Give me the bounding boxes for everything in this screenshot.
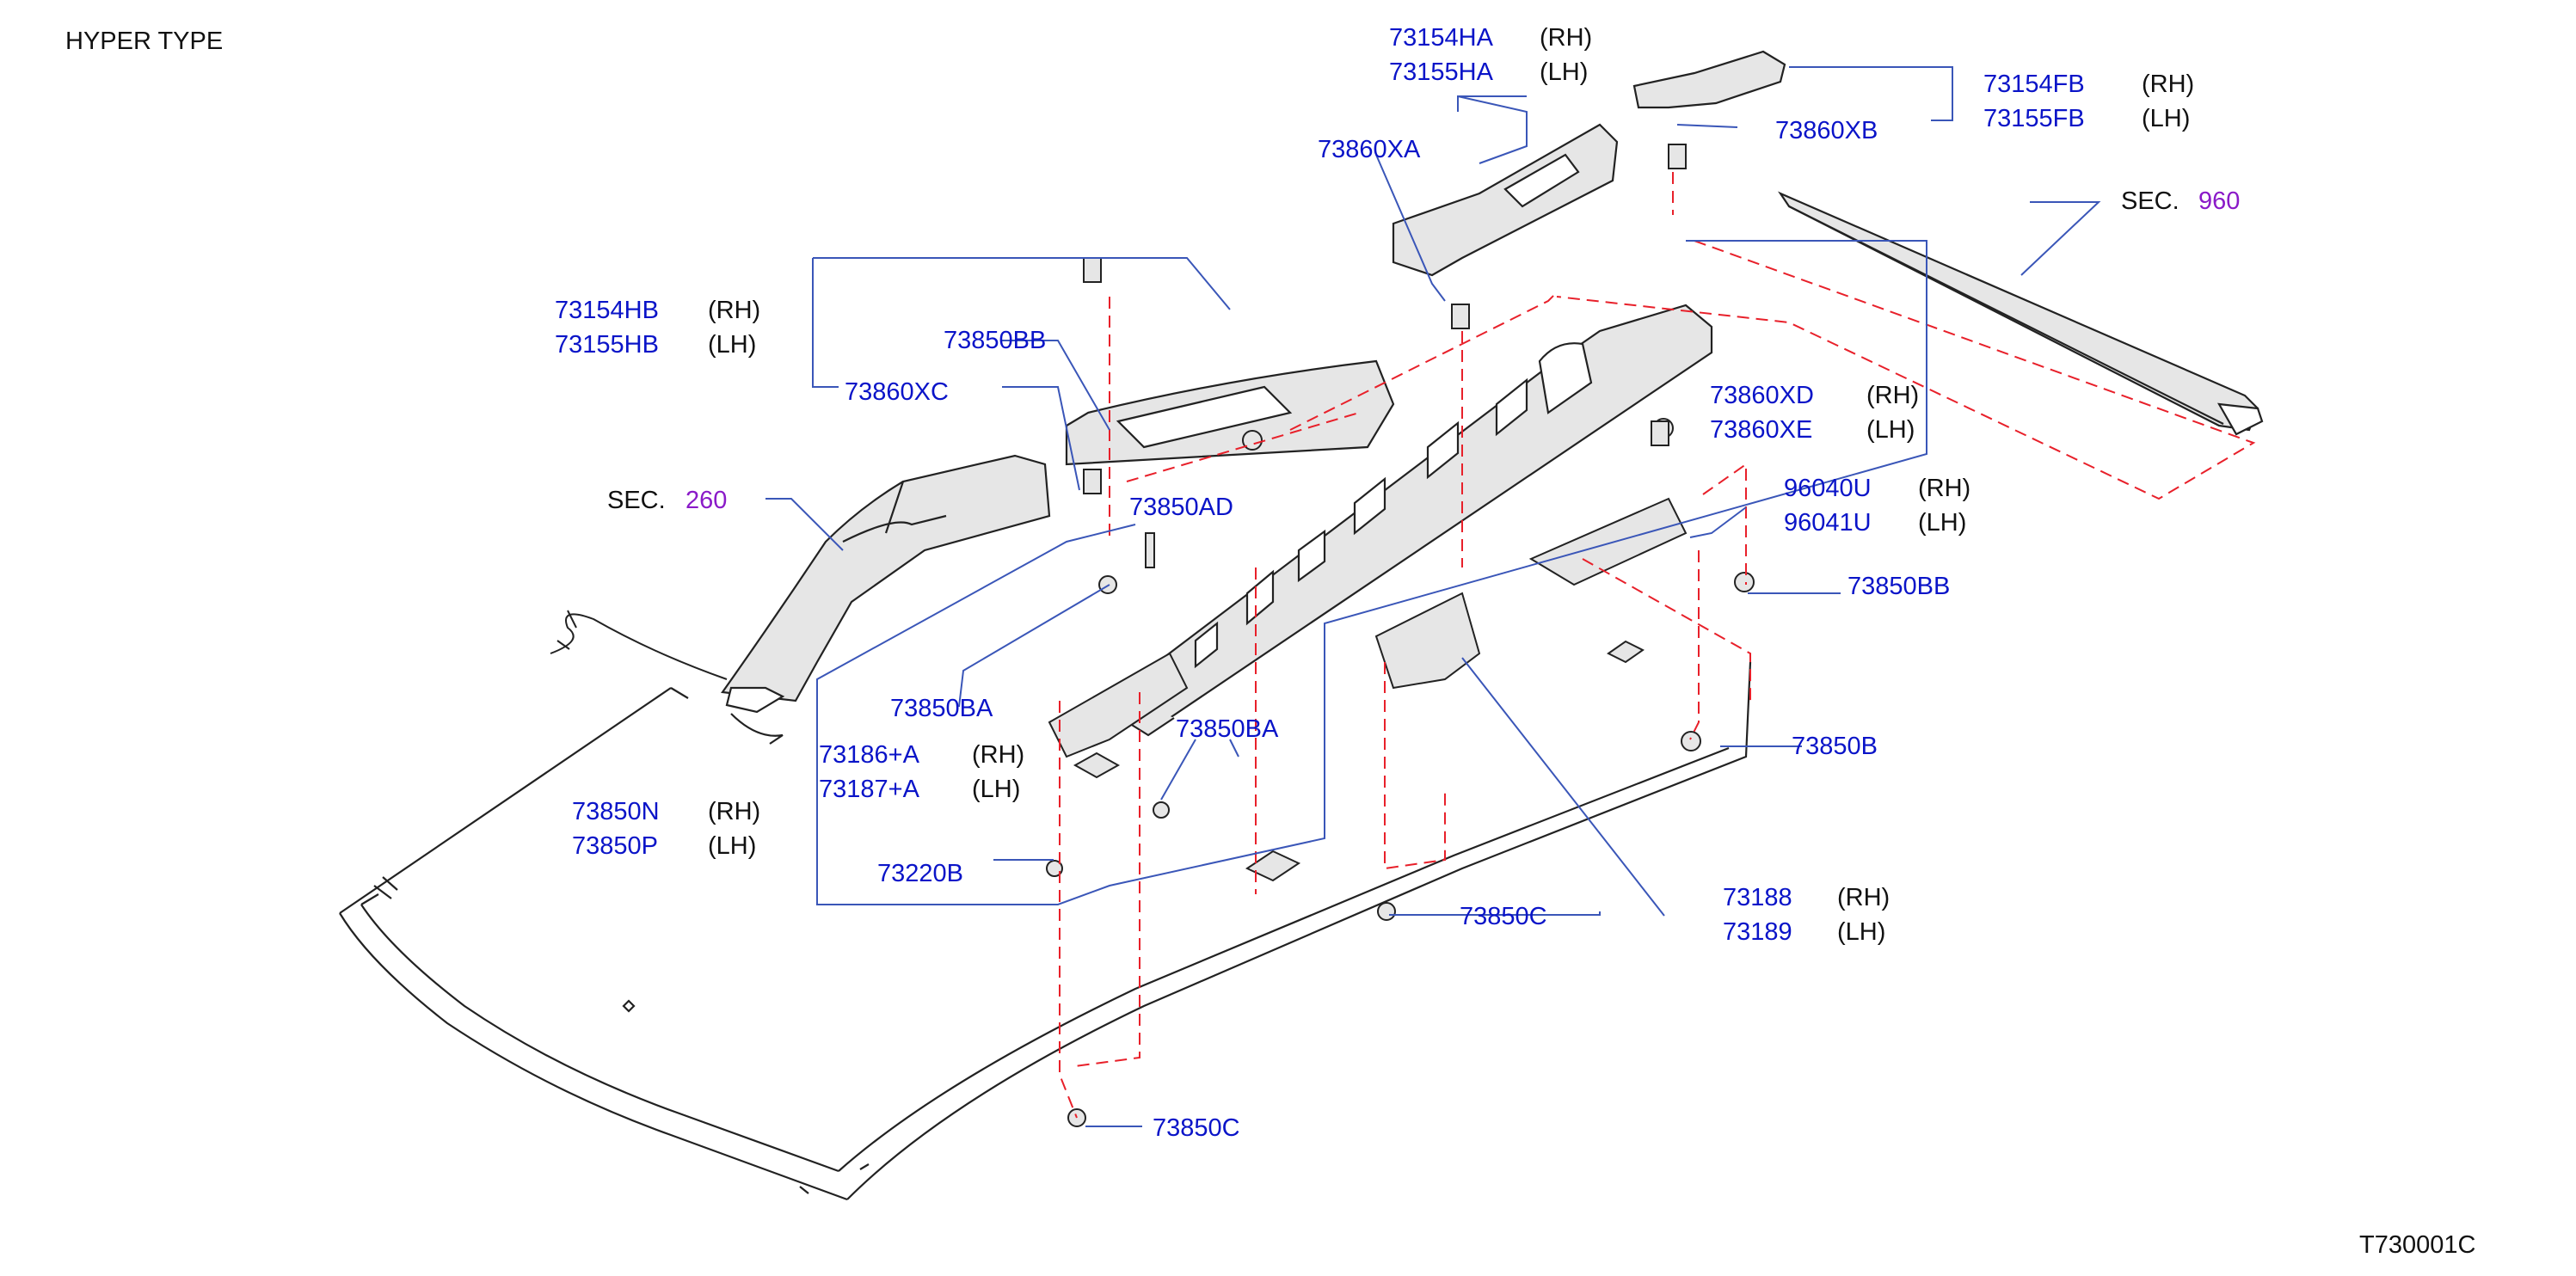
callout-side: (RH) <box>1837 884 1891 911</box>
callout-side: (RH) <box>1918 475 1971 502</box>
section-ref-label: SEC. <box>607 487 666 514</box>
callout-part-number: 73850B <box>1792 733 1878 760</box>
callout-part-number: 73154HB <box>555 297 659 324</box>
callout-part-number: 73155HB <box>555 331 659 359</box>
front-wire <box>550 610 728 680</box>
callout-part-number: 73850BA <box>890 695 993 722</box>
callout-side: (LH) <box>1918 509 1967 537</box>
callout-part-number: 73187+A <box>819 776 919 803</box>
callout-part-number: 73860XC <box>845 378 949 406</box>
callout-part-number: 73860XE <box>1710 416 1813 444</box>
callout-side: (RH) <box>1540 24 1593 52</box>
diagram-code: T730001C <box>2359 1231 2476 1259</box>
callout-side: (RH) <box>972 741 1025 769</box>
roof-panel <box>339 661 1752 1201</box>
section-ref-number: 960 <box>2198 187 2241 215</box>
callout-part-number: 73860XA <box>1318 136 1421 163</box>
callout-part-number: 73155FB <box>1983 105 2085 132</box>
callout-side: (RH) <box>708 297 761 324</box>
callout-part-number: 73154HA <box>1389 24 1493 52</box>
callout-side: (LH) <box>2142 105 2191 132</box>
callout-side: (LH) <box>708 331 757 359</box>
callout-side: (RH) <box>2142 71 2195 98</box>
callout-part-number: 73850BB <box>1847 573 1951 600</box>
callout-part-number: 73154FB <box>1983 71 2085 98</box>
callout-part-number: 73850C <box>1460 903 1547 930</box>
hidden-lines <box>1059 172 2256 1119</box>
leader-lines <box>765 66 2101 1127</box>
diagram-title: HYPER TYPE <box>65 28 224 55</box>
callout-part-number: 73850P <box>572 832 658 860</box>
callout-side: (LH) <box>972 776 1021 803</box>
center-roof-rail <box>1112 304 1713 737</box>
callout-side: (LH) <box>708 832 757 860</box>
rear-end-cap <box>1632 50 1786 109</box>
callout-part-number: 73189 <box>1723 918 1792 946</box>
callout-part-number: 73860XB <box>1775 117 1878 144</box>
callout-side: (RH) <box>708 798 761 825</box>
callout-part-number: 73850C <box>1153 1114 1240 1142</box>
callout-side: (RH) <box>1866 382 1920 409</box>
callout-part-number: 73220B <box>877 860 963 887</box>
callout-part-number: 73850AD <box>1129 494 1233 521</box>
callout-part-number: 73850N <box>572 798 660 825</box>
section-ref-label: SEC. <box>2121 187 2179 215</box>
brackets-and-fasteners <box>1046 144 1755 1127</box>
rear-roof-rail-cover <box>1778 191 2264 436</box>
callout-side: (LH) <box>1837 918 1886 946</box>
middle-end-cap <box>1392 123 1619 277</box>
callout-side: (LH) <box>1866 416 1915 444</box>
callout-part-number: 73850BA <box>1176 715 1279 743</box>
callout-part-number: 73186+A <box>819 741 919 769</box>
callout-side: (LH) <box>1540 58 1589 86</box>
callout-part-number: 73850BB <box>944 327 1047 354</box>
callout-part-number: 73155HA <box>1389 58 1493 86</box>
callout-part-number: 96041U <box>1784 509 1872 537</box>
front-end-cap <box>1065 359 1395 466</box>
front-roof-rail-cover <box>721 454 1051 745</box>
callout-part-number: 73860XD <box>1710 382 1814 409</box>
callout-part-number: 73188 <box>1723 884 1792 911</box>
section-ref-number: 260 <box>685 487 728 514</box>
callout-part-number: 96040U <box>1784 475 1872 502</box>
